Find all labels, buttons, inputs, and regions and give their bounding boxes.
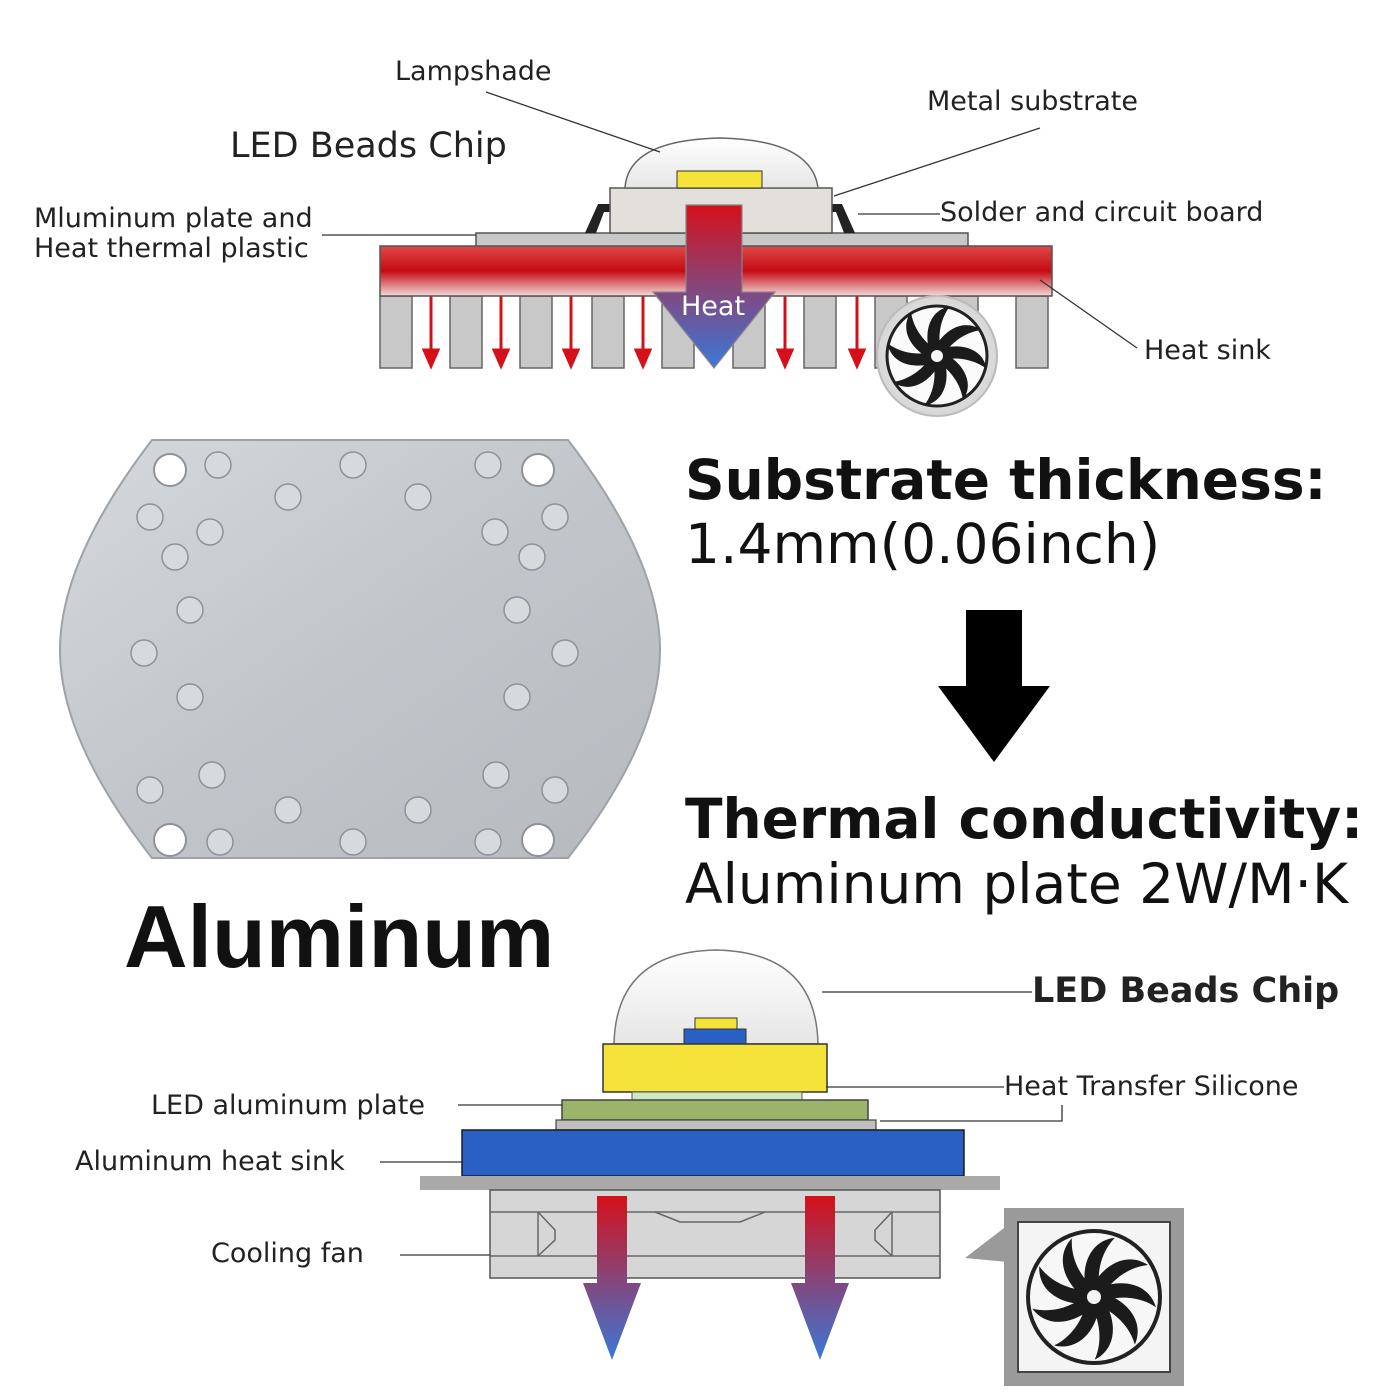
led-chip xyxy=(676,170,763,189)
plate-label-line1: Mluminum plate and xyxy=(34,203,313,234)
lampshade-bottom xyxy=(613,949,819,1045)
heat-flow-arrows xyxy=(421,296,867,370)
thickness-title: Substrate thickness: xyxy=(685,448,1327,512)
down-arrow-icon xyxy=(938,610,1050,762)
thickness-value: 1.4mm(0.06inch) xyxy=(685,512,1161,576)
heat-arrow-left xyxy=(583,1196,641,1360)
heat-sink-bottom-label: Aluminum heat sink xyxy=(75,1146,345,1177)
material-label: Aluminum xyxy=(124,887,555,986)
silicone-layer xyxy=(631,1091,803,1101)
lampshade-label: Lampshade xyxy=(395,56,552,87)
chip-blue xyxy=(683,1028,747,1046)
solder-label: Solder and circuit board xyxy=(940,197,1264,228)
led-plate xyxy=(561,1099,869,1121)
fan-icon xyxy=(1026,1229,1162,1365)
metal-substrate-label: Metal substrate xyxy=(927,86,1138,117)
bottom-leader-lines xyxy=(380,991,1063,1256)
callout-pointer xyxy=(965,1225,1008,1262)
top-leader-lines xyxy=(322,91,1138,349)
gray-base xyxy=(420,1176,1000,1190)
heat-arrow-icon xyxy=(651,204,777,369)
heat-arrow-label: Heat xyxy=(681,291,746,322)
heat-sink-label: Heat sink xyxy=(1144,335,1271,366)
blue-heat-sink xyxy=(461,1129,965,1177)
conductivity-title: Thermal conductivity: xyxy=(685,787,1364,851)
fan-icon xyxy=(876,295,998,417)
heat-arrow-right xyxy=(791,1196,849,1360)
led-plate-label: LED aluminum plate xyxy=(151,1090,425,1121)
lampshade xyxy=(624,137,819,189)
plate-label-line2: Heat thermal plastic xyxy=(34,233,309,264)
top-diagram xyxy=(322,91,1138,417)
solder-left xyxy=(585,204,615,233)
bottom-diagram xyxy=(380,949,1184,1386)
conductivity-value: Aluminum plate 2W/M·K xyxy=(685,852,1349,916)
yellow-substrate xyxy=(602,1043,828,1093)
silicone-label: Heat Transfer Silicone xyxy=(1004,1071,1299,1102)
fan-housing xyxy=(489,1189,941,1279)
chip-top xyxy=(694,1017,738,1031)
thin-plate xyxy=(555,1119,877,1131)
top-title: LED Beads Chip xyxy=(230,126,507,166)
aluminum-plate-photo xyxy=(58,439,662,859)
bottom-title: LED Beads Chip xyxy=(1032,971,1340,1011)
fan-label: Cooling fan xyxy=(211,1238,364,1269)
